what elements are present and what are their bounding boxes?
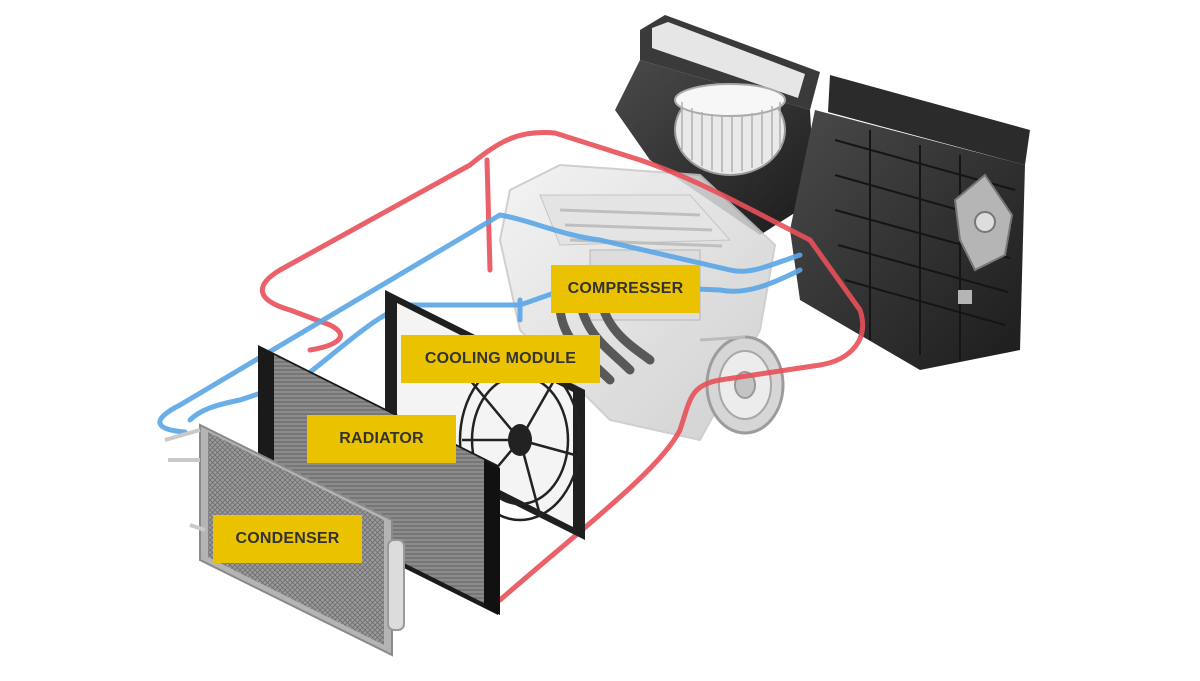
radiator-label: RADIATOR — [307, 415, 456, 463]
condenser-label: CONDENSER — [213, 515, 362, 563]
cold-refrigerant-line — [157, 212, 803, 435]
compresser-label: COMPRESSER — [551, 265, 700, 313]
hot-refrigerant-line — [259, 129, 866, 603]
cooling-module-label: COOLING MODULE — [401, 335, 600, 383]
blower-wheel — [674, 83, 786, 176]
